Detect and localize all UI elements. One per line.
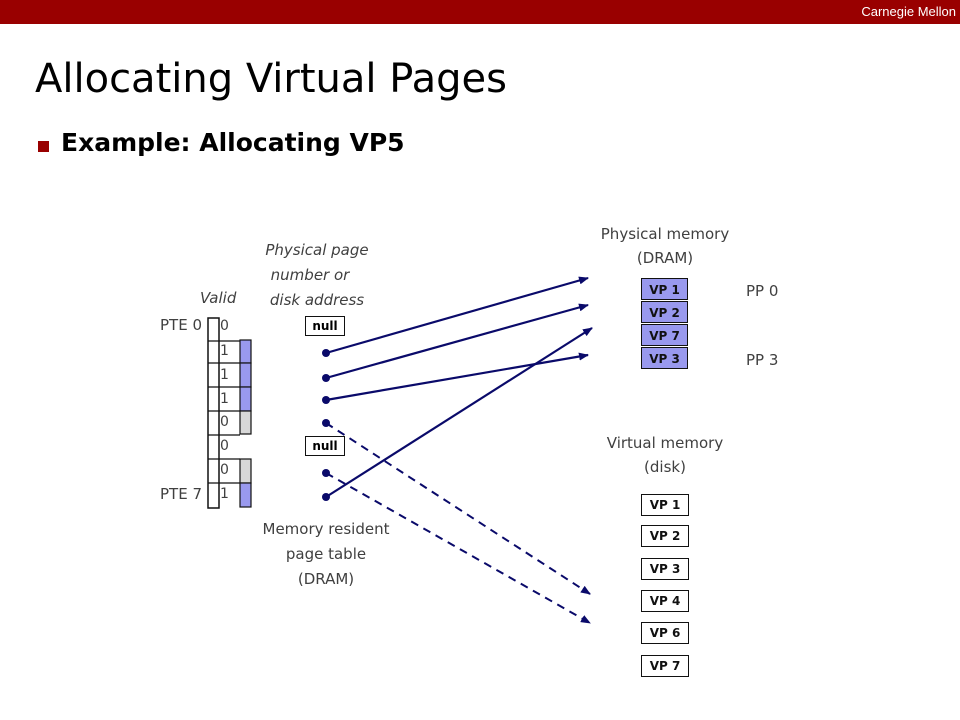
page-table-caption-line1: Memory resident — [262, 520, 390, 538]
arrow-pte2-vp2 — [325, 303, 589, 380]
disk-page-2: VP 3 — [641, 558, 689, 580]
pp-last-label: PP 3 — [746, 351, 779, 369]
disk-page-5: VP 7 — [641, 655, 689, 677]
pte-last-label: PTE 7 — [160, 485, 202, 503]
pte-cell-4 — [239, 410, 252, 435]
physical-memory-title-line1: Physical memory — [600, 225, 730, 243]
virtual-memory-title-line1: Virtual memory — [606, 434, 724, 452]
valid-bit-0: 0 — [220, 318, 229, 334]
pte-cell-3 — [239, 386, 252, 412]
slide-bullet: Example: Allocating VP5 — [61, 128, 405, 157]
pp-first-label: PP 0 — [746, 282, 779, 300]
page-table-row-lines — [208, 340, 240, 484]
valid-bit-5: 0 — [220, 438, 229, 454]
ppn-label-line2: number or — [270, 266, 350, 284]
pte-cell-2 — [239, 362, 252, 388]
page-table-caption-line3: (DRAM) — [297, 570, 355, 588]
page-table-valid-column — [207, 317, 220, 509]
valid-label: Valid — [200, 289, 237, 307]
null-entry-5: null — [305, 436, 345, 456]
ppn-label-line1: Physical page — [265, 241, 369, 259]
valid-bit-2: 1 — [220, 367, 229, 383]
valid-bit-6: 0 — [220, 462, 229, 478]
physical-page-2: VP 7 — [641, 324, 688, 346]
disk-page-3: VP 4 — [641, 590, 689, 612]
valid-bit-1: 1 — [220, 343, 229, 359]
arrow-pte3-vp3 — [325, 352, 589, 402]
valid-bit-7: 1 — [220, 486, 229, 502]
physical-page-1: VP 2 — [641, 301, 688, 323]
pte-cell-1 — [239, 339, 252, 364]
valid-bit-3: 1 — [220, 391, 229, 407]
brand-label: Carnegie Mellon — [861, 4, 956, 19]
valid-bit-4: 0 — [220, 414, 229, 430]
null-entry-0: null — [305, 316, 345, 336]
slide-title: Allocating Virtual Pages — [35, 56, 507, 102]
ppn-label-line3: disk address — [269, 291, 365, 309]
pte-cell-7 — [239, 482, 252, 508]
page-table-caption-line2: page table — [285, 545, 367, 563]
disk-page-1: VP 2 — [641, 525, 689, 547]
pte-first-label: PTE 0 — [160, 316, 202, 334]
disk-page-4: VP 6 — [641, 622, 689, 644]
page-table-entry-cells — [239, 339, 252, 508]
disk-page-0: VP 1 — [641, 494, 689, 516]
physical-page-0: VP 1 — [641, 278, 688, 300]
physical-page-3: VP 3 — [641, 347, 688, 369]
physical-memory-title-line2: (DRAM) — [636, 249, 694, 267]
bullet-square-icon — [38, 141, 49, 152]
pte-cell-6 — [239, 458, 252, 484]
arrow-pte1-vp1 — [325, 276, 589, 355]
arrow-pte4-disk-vp4 — [325, 422, 591, 595]
virtual-memory-title-line2: (disk) — [644, 458, 686, 476]
header-bar: Carnegie Mellon — [0, 0, 960, 24]
arrow-pte6-disk-vp6 — [325, 472, 591, 624]
arrow-pte7-vp7 — [325, 327, 593, 498]
